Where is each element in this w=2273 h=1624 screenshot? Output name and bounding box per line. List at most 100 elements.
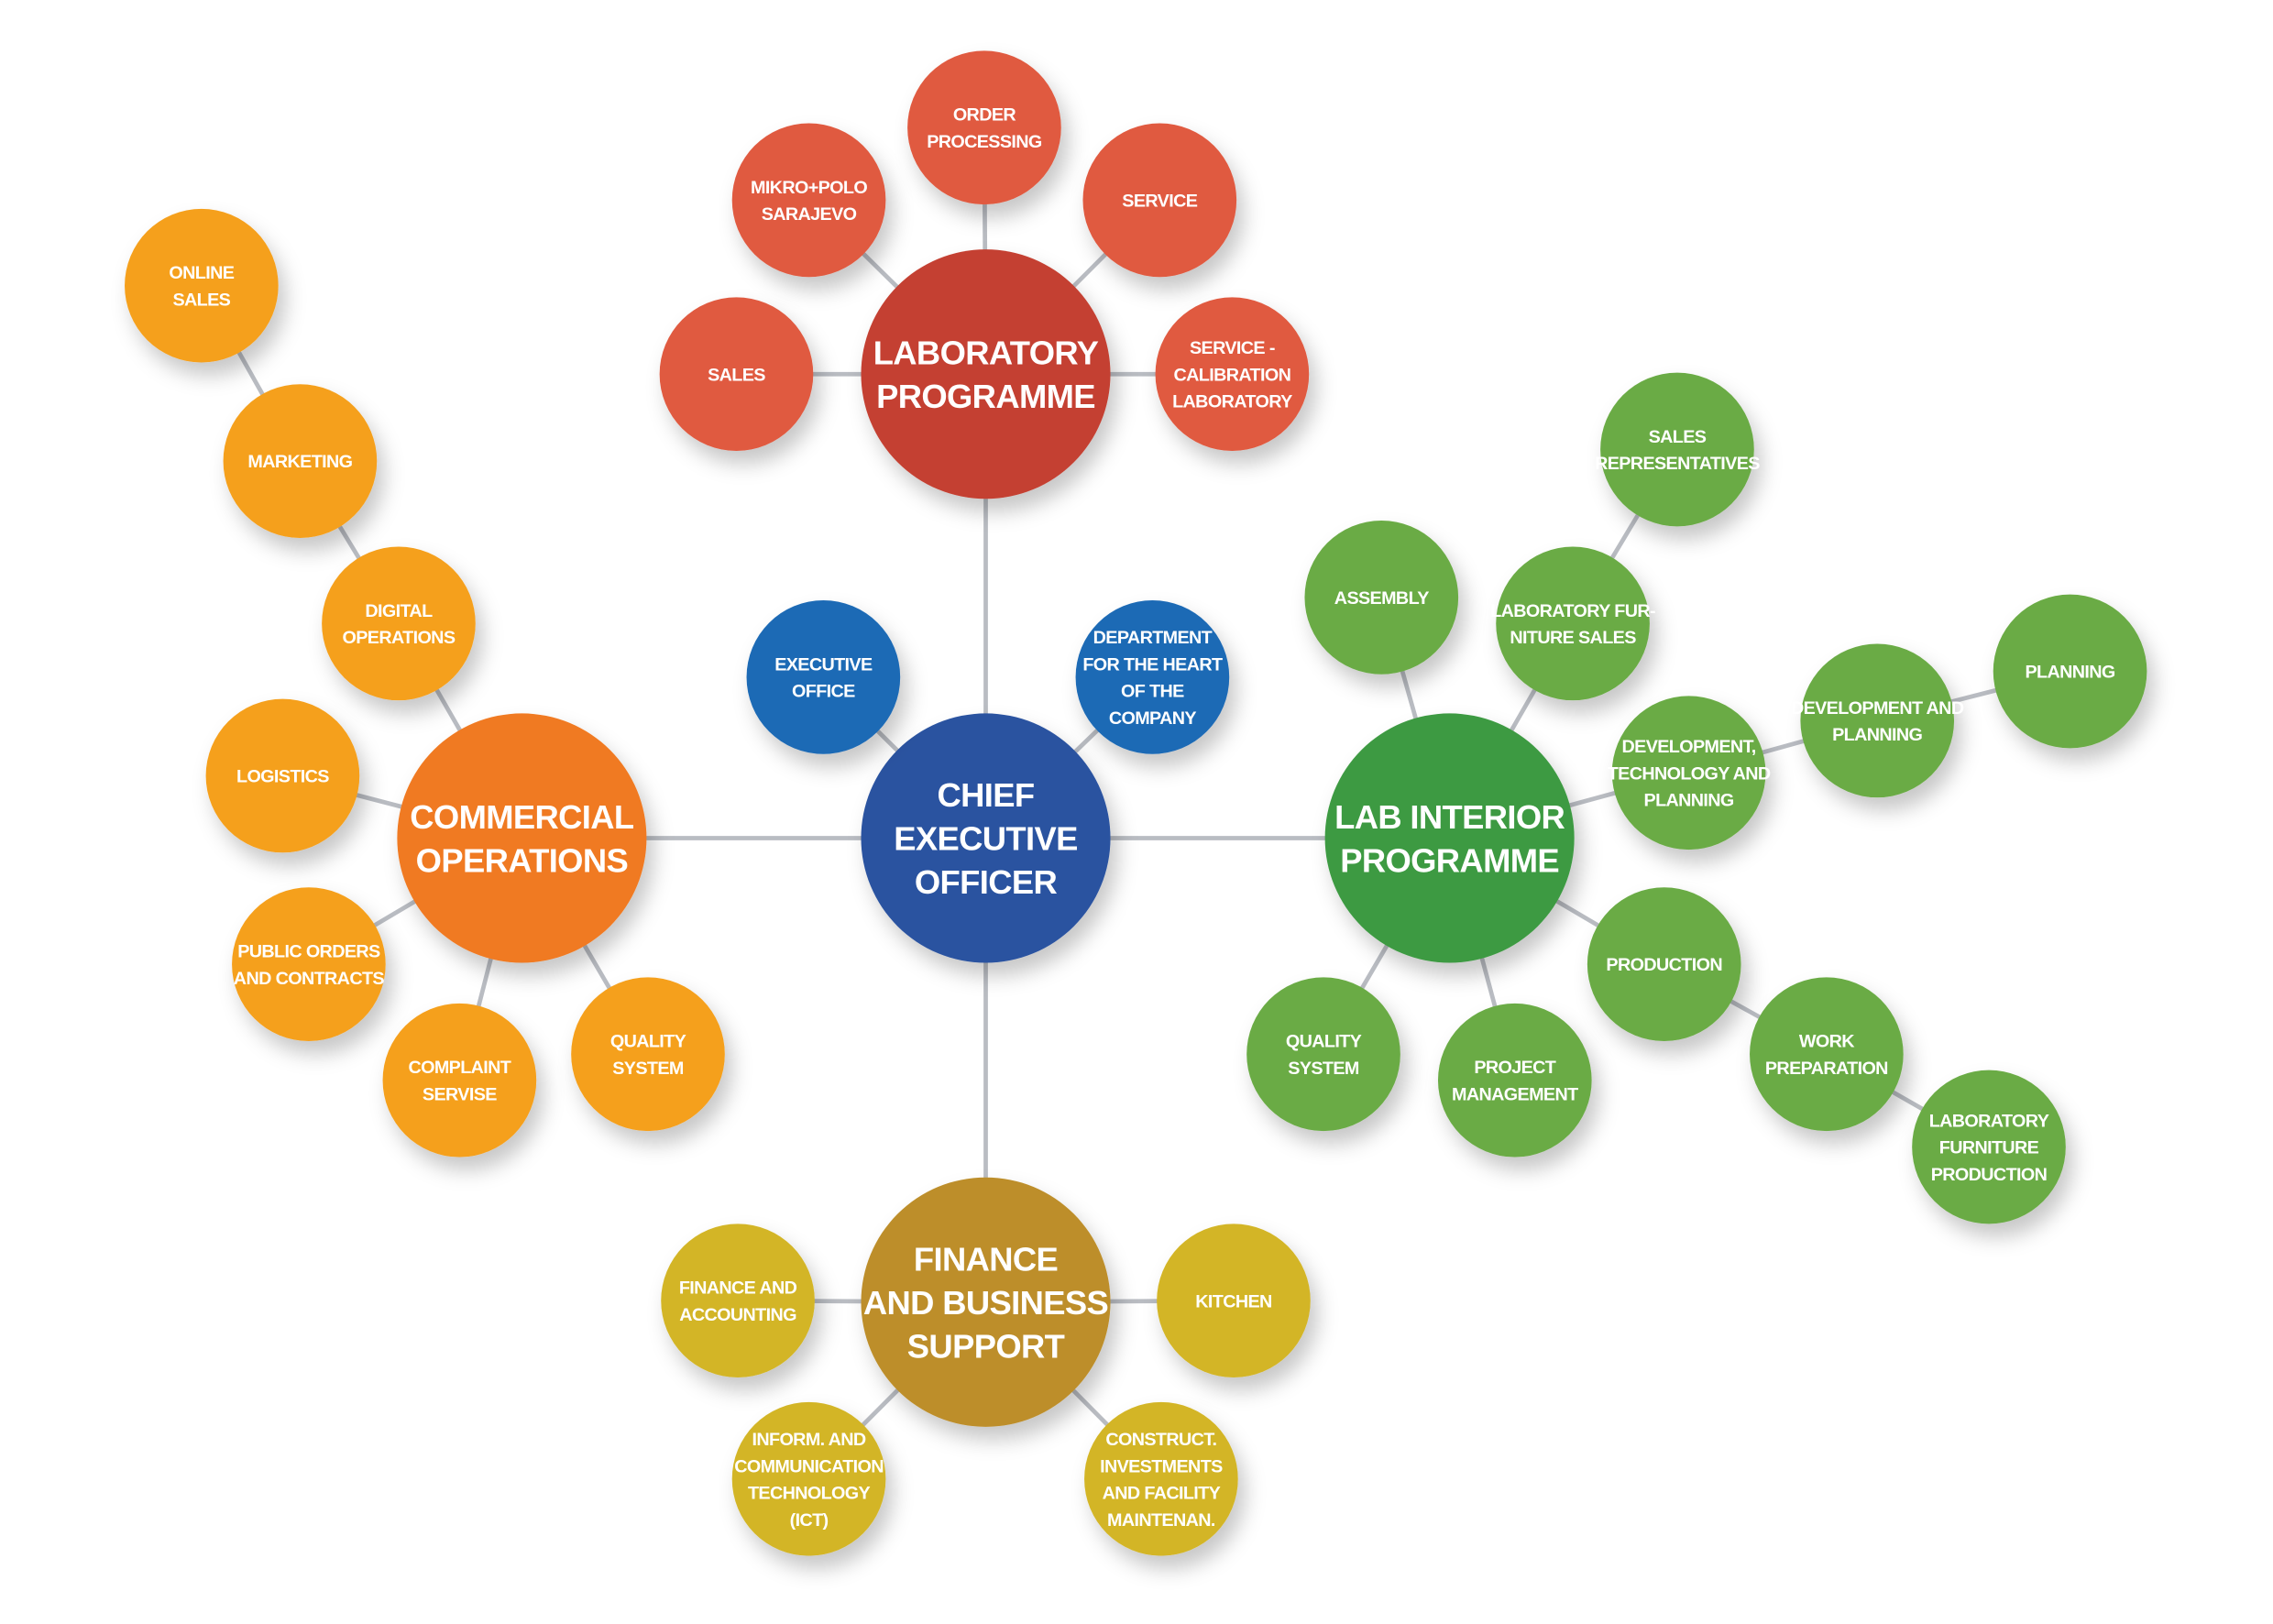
node-label-line: CONSTRUCT. xyxy=(1105,1430,1216,1450)
node-label-line: PROGRAMME xyxy=(1340,841,1559,879)
node-label-line: LABORATORY xyxy=(1929,1111,2049,1131)
node-label-line: SUPPORT xyxy=(907,1327,1065,1365)
node-production[interactable]: PRODUCTION xyxy=(1587,887,1741,1041)
node-label-line: SYSTEM xyxy=(1288,1059,1359,1079)
node-label-line: AND FACILITY xyxy=(1103,1484,1221,1504)
node-dev-and-planning[interactable]: DEVELOPMENT AND PLANNING xyxy=(1791,643,1964,798)
node-label-line: PROJECT xyxy=(1474,1058,1555,1078)
node-label-line: COMPANY xyxy=(1109,708,1197,729)
node-label-line: FOR THE HEART xyxy=(1082,654,1223,675)
node-lab-furniture-sales[interactable]: LABORATORY FUR-NITURE SALES xyxy=(1490,546,1656,701)
node-quality-system-commercial[interactable]: QUALITY SYSTEM xyxy=(571,977,725,1132)
node-label-line: EXECUTIVE xyxy=(894,820,1077,858)
node-label-line: DIGITAL xyxy=(365,601,433,621)
node-label: ASSEMBLY xyxy=(1334,588,1429,609)
node-label-line: FINANCE xyxy=(914,1240,1058,1278)
node-label-line: ONLINE xyxy=(169,263,234,283)
node-circle xyxy=(397,713,647,963)
node-circle xyxy=(861,713,1111,963)
node-label-line: LAB INTERIOR xyxy=(1334,798,1565,836)
node-service[interactable]: SERVICE xyxy=(1082,123,1237,278)
node-label-line: WORK xyxy=(1799,1032,1855,1052)
node-label-line: FURNITURE xyxy=(1939,1138,2039,1158)
node-circle xyxy=(661,1223,815,1378)
node-circle xyxy=(1993,594,2147,749)
node-circle xyxy=(1750,977,1904,1132)
node-label-line: PROCESSING xyxy=(927,132,1042,152)
node-planning[interactable]: PLANNING xyxy=(1993,594,2147,749)
node-label: MARKETING xyxy=(247,452,352,472)
node-label-line: LABORATORY xyxy=(1172,392,1292,412)
node-circle xyxy=(1600,372,1754,527)
node-label-line: OPERATIONS xyxy=(416,841,628,879)
node-label-line: ASSEMBLY xyxy=(1334,588,1429,609)
node-circle xyxy=(1611,696,1766,850)
node-label-line: QUALITY xyxy=(610,1032,686,1052)
node-label-line: EXECUTIVE xyxy=(774,654,873,675)
node-label: PLANNING xyxy=(2025,663,2114,683)
node-label-line: DEVELOPMENT AND xyxy=(1791,698,1964,719)
node-circle xyxy=(125,208,279,363)
node-lab-interior-programme[interactable]: LAB INTERIOR PROGRAMME xyxy=(1324,713,1575,963)
node-label-line: PLANNING xyxy=(1832,725,1922,745)
node-circle xyxy=(382,1003,537,1158)
node-circle xyxy=(322,546,476,701)
node-sales[interactable]: SALES xyxy=(659,297,814,452)
node-circle xyxy=(1075,600,1230,754)
node-label-line: (ICT) xyxy=(790,1510,829,1531)
node-logistics[interactable]: LOGISTICS xyxy=(205,698,360,853)
node-label: PROJECT MANAGEMENT xyxy=(1452,1058,1578,1104)
node-label-line: AND CONTRACTS xyxy=(234,969,385,989)
node-label-line: SARAJEVO xyxy=(762,204,857,225)
node-circle xyxy=(1587,887,1741,1041)
node-label-line: MAINTENAN. xyxy=(1107,1510,1215,1531)
node-assembly[interactable]: ASSEMBLY xyxy=(1304,520,1459,675)
node-marketing[interactable]: MARKETING xyxy=(223,384,378,538)
node-label-line: PREPARATION xyxy=(1765,1059,1888,1079)
node-label: LAB INTERIOR PROGRAMME xyxy=(1334,798,1565,879)
node-work-preparation[interactable]: WORK PREPARATION xyxy=(1750,977,1904,1132)
node-label-line: SYSTEM xyxy=(612,1059,684,1079)
node-label-line: SALES xyxy=(708,365,765,385)
node-label-line: MARKETING xyxy=(247,452,352,472)
node-circle xyxy=(746,600,901,754)
node-label-line: SERVICE xyxy=(1122,191,1197,211)
node-kitchen[interactable]: KITCHEN xyxy=(1157,1223,1311,1378)
node-circle xyxy=(659,297,814,452)
node-label-line: LABORATORY xyxy=(873,335,1099,372)
node-label-line: CALIBRATION xyxy=(1174,365,1291,385)
node-label-line: LABORATORY FUR- xyxy=(1490,601,1655,621)
node-circle xyxy=(223,384,378,538)
node-project-management[interactable]: PROJECT MANAGEMENT xyxy=(1437,1003,1592,1158)
node-label-line: MANAGEMENT xyxy=(1452,1084,1578,1104)
